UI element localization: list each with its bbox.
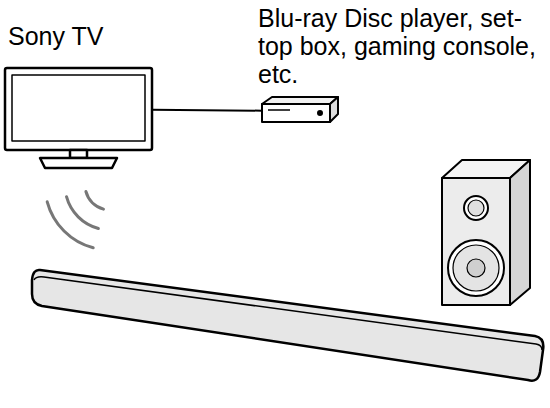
subwoofer-illustration xyxy=(442,160,530,305)
player-node: Blu-ray Disc player, set-top box, gaming… xyxy=(262,101,330,121)
tv-node: Sony TV xyxy=(5,68,152,150)
wireless-waves xyxy=(47,192,103,248)
device-label: Blu-ray Disc player, set-top box, gaming… xyxy=(258,4,543,88)
player-illustration xyxy=(262,97,338,122)
tv-illustration xyxy=(5,68,152,168)
device-label: Sony TV xyxy=(8,22,168,50)
cable-line xyxy=(152,110,262,111)
soundbar-illustration xyxy=(32,270,543,381)
cable-connector xyxy=(152,110,262,111)
